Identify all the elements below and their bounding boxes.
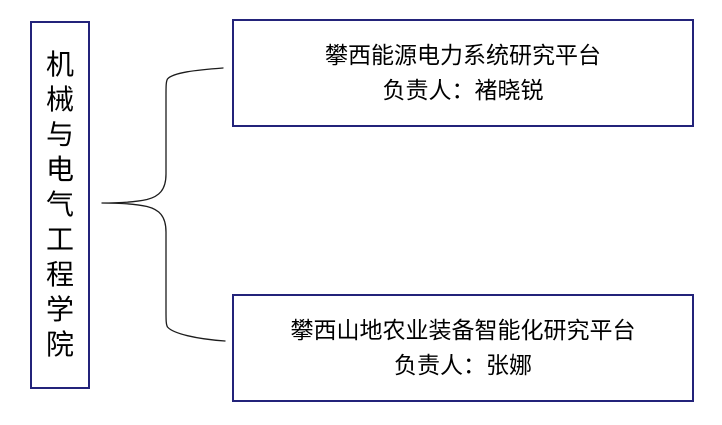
branch-leader: 负责人：褚晓锐 [382, 78, 544, 103]
branch-title: 攀西山地农业装备智能化研究平台 [290, 318, 636, 343]
root-box-label: 机械与电气工程学院 [45, 49, 74, 361]
branch-box-agriculture-platform: 攀西山地农业装备智能化研究平台 负责人：张娜 [232, 294, 694, 402]
branch-title: 攀西能源电力系统研究平台 [325, 43, 601, 68]
curly-brace-path [101, 67, 226, 342]
branch-leader: 负责人：张娜 [394, 353, 532, 378]
branch-box-energy-platform: 攀西能源电力系统研究平台 负责人：褚晓锐 [232, 19, 694, 127]
root-box: 机械与电气工程学院 [30, 21, 90, 389]
